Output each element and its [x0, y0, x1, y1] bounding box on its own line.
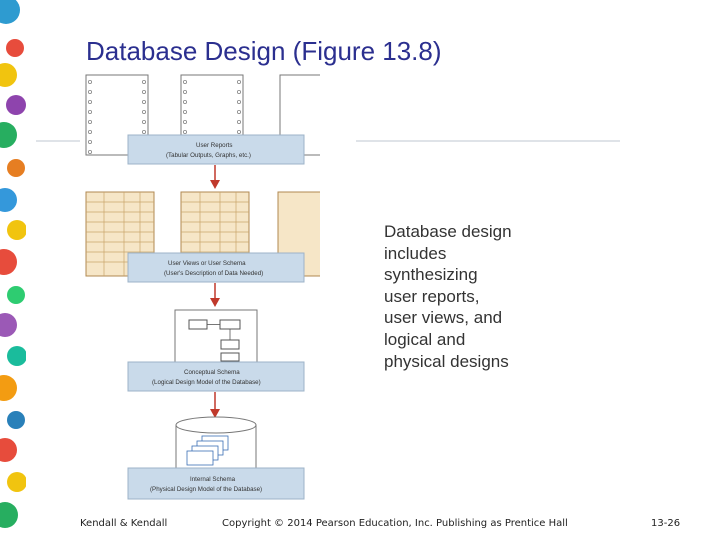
internal-schema-box: Internal Schema (Physical Design Model o…: [127, 467, 305, 500]
stage-1-line1: User Reports: [196, 142, 232, 149]
divider-right: [356, 140, 620, 142]
stage-2-line2: (User's Description of Data Needed): [164, 270, 263, 277]
caption-line: user reports,: [384, 286, 480, 306]
footer-author: Kendall & Kendall: [80, 518, 168, 529]
report-printout-1: [85, 74, 149, 156]
stage-4-line1: Internal Schema: [190, 476, 236, 483]
arrow-1: [210, 165, 220, 189]
caption-line: physical designs: [384, 351, 509, 371]
slide-title: Database Design (Figure 13.8): [86, 36, 442, 66]
caption-line: logical and: [384, 329, 466, 349]
footer-page-number: 13-26: [651, 518, 681, 529]
footer-copyright: Copyright © 2014 Pearson Education, Inc.…: [222, 518, 568, 529]
stage-2-line1: User Views or User Schema: [168, 260, 246, 267]
conceptual-schema-drawing: [174, 309, 258, 363]
stage-3-line2: (Logical Design Model of the Database): [152, 379, 261, 386]
divider-left: [36, 140, 80, 142]
stage-1-line2: (Tabular Outputs, Graphs, etc.): [166, 152, 251, 159]
caption-line: synthesizing: [384, 265, 478, 285]
decorative-circles-strip: [0, 0, 26, 540]
caption-line: Database design: [384, 222, 512, 241]
conceptual-schema-box: Conceptual Schema (Logical Design Model …: [127, 361, 305, 392]
arrow-3: [210, 392, 220, 418]
caption-line: user views, and: [384, 308, 503, 328]
database-design-figure: User Reports (Tabular Outputs, Graphs, e…: [85, 74, 320, 500]
user-views-box: User Views or User Schema (User's Descri…: [127, 252, 305, 283]
stage-3-line1: Conceptual Schema: [184, 369, 240, 376]
arrow-2: [210, 283, 220, 307]
stage-4-line2: (Physical Design Model of the Database): [150, 486, 262, 493]
database-cylinder: [175, 416, 257, 479]
caption-line: includes: [384, 243, 447, 263]
caption-text: Database design includes synthesizing us…: [384, 221, 574, 372]
user-reports-box: User Reports (Tabular Outputs, Graphs, e…: [127, 134, 305, 165]
